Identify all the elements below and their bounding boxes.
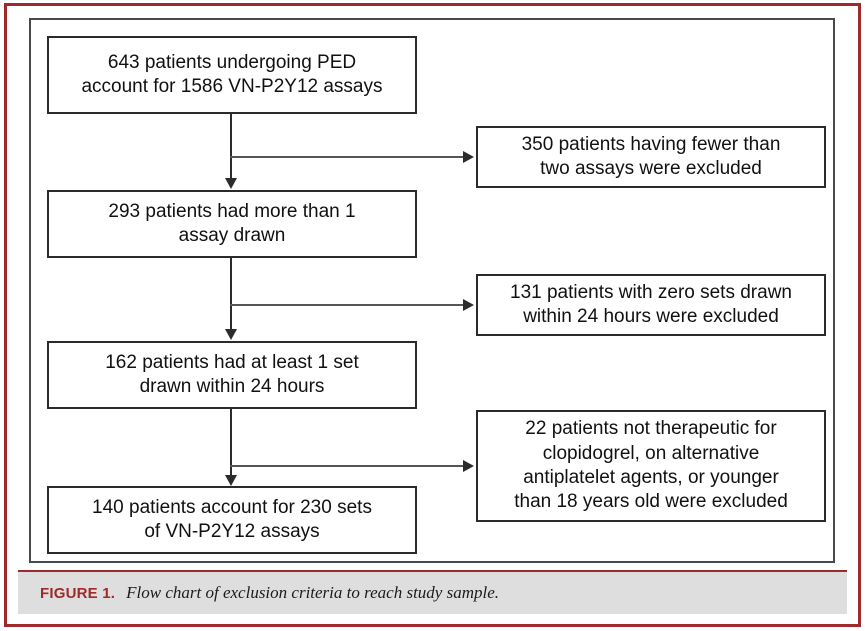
connector-vertical-2 <box>230 258 232 330</box>
exclusion-box-1-line1: 350 patients having fewer than <box>521 133 781 155</box>
arrowhead-right-3 <box>463 460 474 472</box>
figure-caption-label: FIGURE 1. <box>40 584 116 602</box>
flow-box-multiple-assays-line2: assay drawn <box>178 225 286 246</box>
flow-box-final-sample-line1: 140 patients account for 230 sets <box>92 496 372 518</box>
exclusion-box-2-line1: 131 patients with zero sets drawn <box>510 281 792 303</box>
figure-caption-text: Flow chart of exclusion criteria to reac… <box>126 583 499 602</box>
connector-horizontal-2 <box>230 304 465 306</box>
exclusion-box-2-line2: within 24 hours were excluded <box>523 306 779 327</box>
exclusion-box-3-line1: 22 patients not therapeutic for <box>525 418 777 440</box>
exclusion-box-3-line3: antiplatelet agents, or younger <box>523 467 779 488</box>
flow-box-multiple-assays: 293 patients had more than 1 assay drawn <box>47 190 417 258</box>
connector-vertical-3 <box>230 409 232 476</box>
arrowhead-down-2 <box>225 329 237 340</box>
exclusion-box-fewer-than-two-assays: 350 patients having fewer than two assay… <box>476 126 826 188</box>
flow-box-enrolled-line2: account for 1586 VN-P2Y12 assays <box>81 76 383 97</box>
flow-box-final-sample: 140 patients account for 230 sets of VN-… <box>47 486 417 554</box>
connector-vertical-1 <box>230 114 232 180</box>
flow-box-at-least-one-set-line1: 162 patients had at least 1 set <box>105 351 359 373</box>
exclusion-box-3-line4: than 18 years old were excluded <box>514 491 788 513</box>
figure-frame: 643 patients undergoing PED account for … <box>4 3 861 627</box>
connector-horizontal-3 <box>230 465 465 467</box>
flow-box-at-least-one-set-line2: drawn within 24 hours <box>139 376 325 397</box>
flow-chart-panel: 643 patients undergoing PED account for … <box>29 18 835 563</box>
arrowhead-right-1 <box>463 151 474 163</box>
exclusion-box-3-line2: clopidogrel, on alternative <box>542 442 760 464</box>
exclusion-box-1-line2: two assays were excluded <box>540 158 762 179</box>
figure-caption-bar: FIGURE 1. Flow chart of exclusion criter… <box>18 570 847 614</box>
exclusion-box-not-therapeutic: 22 patients not therapeutic for clopidog… <box>476 410 826 522</box>
flow-box-at-least-one-set: 162 patients had at least 1 set drawn wi… <box>47 341 417 409</box>
exclusion-box-zero-sets-24-hours: 131 patients with zero sets drawn within… <box>476 274 826 336</box>
arrowhead-down-1 <box>225 178 237 189</box>
connector-horizontal-1 <box>230 156 465 158</box>
arrowhead-right-2 <box>463 299 474 311</box>
flow-box-final-sample-line2: of VN-P2Y12 assays <box>144 521 320 542</box>
arrowhead-down-3 <box>225 475 237 486</box>
flow-box-enrolled-line1: 643 patients undergoing PED <box>107 51 357 73</box>
flow-box-multiple-assays-line1: 293 patients had more than 1 <box>108 200 356 222</box>
flow-box-enrolled: 643 patients undergoing PED account for … <box>47 36 417 114</box>
